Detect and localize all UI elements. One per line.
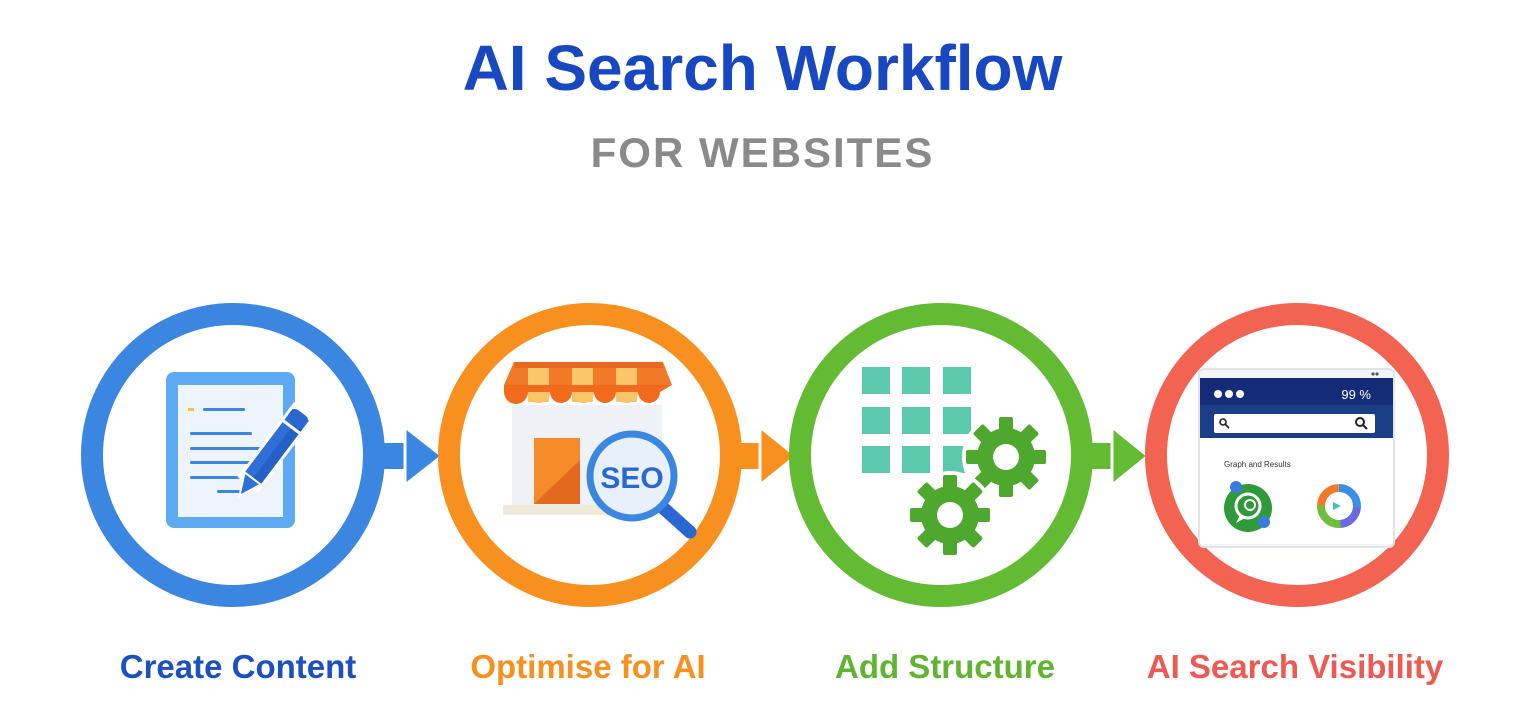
- gear-icon: [962, 413, 1050, 501]
- connector-1-2: [380, 425, 444, 487]
- search-icon: [1219, 418, 1230, 429]
- step-label-optimise-for-ai: Optimise for AI: [470, 648, 706, 685]
- donut-chart-icon: [1317, 484, 1361, 528]
- search-icon: [1355, 417, 1368, 430]
- workflow-diagram: SEO: [81, 303, 1449, 607]
- grid-gears-icon: [862, 367, 1050, 559]
- gear-icon: [906, 471, 994, 559]
- chat-bubble-icon: [1224, 481, 1272, 532]
- seo-badge: SEO: [600, 462, 663, 495]
- arrow-right-icon: [1088, 425, 1150, 487]
- step-4-ai-search-visibility: 99 % Graph and Results: [1145, 303, 1449, 607]
- percent-indicator: 99 %: [1341, 387, 1371, 402]
- step-label-ai-search-visibility: AI Search Visibility: [1146, 648, 1444, 685]
- page-title: AI Search Workflow: [462, 32, 1063, 104]
- step-3-add-structure: [789, 303, 1093, 607]
- results-caption: Graph and Results: [1224, 460, 1291, 469]
- page-subtitle: FOR WEBSITES: [590, 129, 935, 176]
- step-2-optimise-for-ai: SEO: [438, 303, 742, 607]
- step-label-add-structure: Add Structure: [834, 648, 1056, 685]
- step-1-create-content: [81, 303, 385, 607]
- browser-search-results-icon: 99 % Graph and Results: [1198, 368, 1395, 548]
- storefront-seo-magnifier-icon: SEO: [503, 362, 697, 539]
- connector-3-4: [1088, 425, 1150, 487]
- document-pencil-icon: [166, 372, 315, 528]
- browser-search-bar: [1214, 414, 1375, 433]
- step-label-create-content: Create Content: [119, 648, 357, 685]
- arrow-right-icon: [380, 425, 444, 487]
- connector-2-3: [736, 425, 798, 487]
- arrow-right-icon: [736, 425, 798, 487]
